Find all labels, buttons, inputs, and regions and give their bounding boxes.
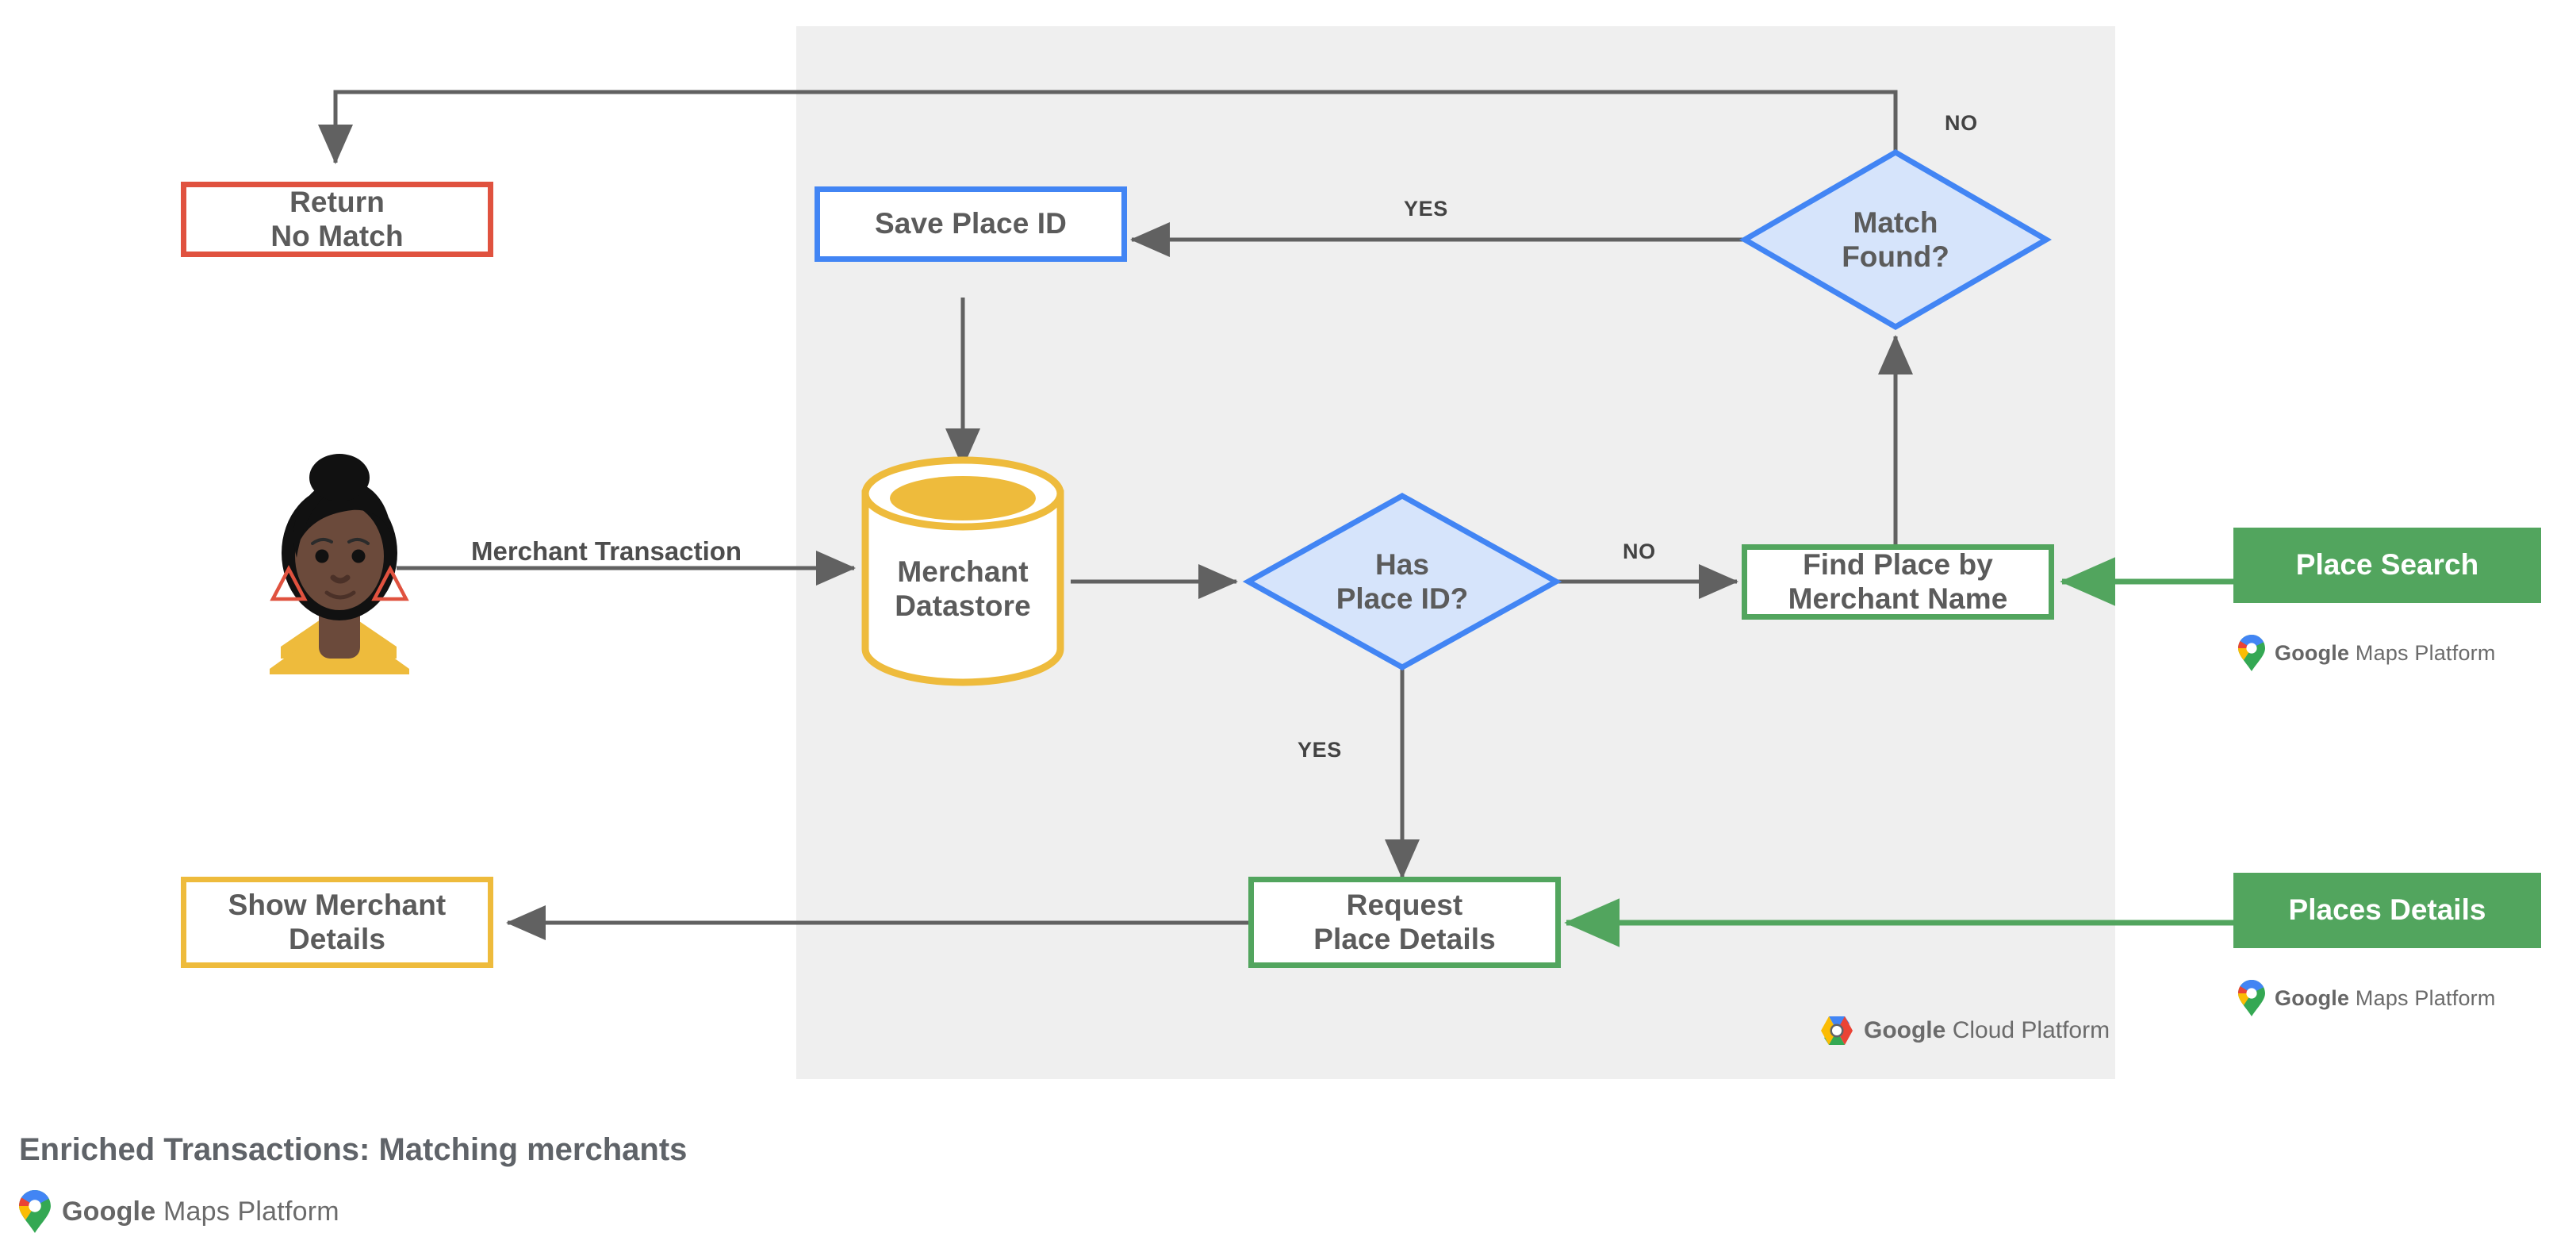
places-details-button[interactable]: Places Details [2233, 873, 2541, 948]
google-maps-pin-icon [2238, 635, 2265, 671]
return-no-match-label: Return No Match [270, 185, 404, 252]
find-place-by-merchant-name-label: Find Place by Merchant Name [1788, 547, 2008, 615]
has-place-id-no-label: NO [1623, 540, 1656, 563]
maps-platform-logo-places-details: Google Maps Platform [2238, 980, 2496, 1016]
match-found-no-label: NO [1945, 111, 1978, 135]
google-maps-pin-icon [2238, 980, 2265, 1016]
merchant-transaction-label: Merchant Transaction [471, 536, 742, 566]
return-no-match-box[interactable]: Return No Match [181, 182, 493, 257]
show-merchant-details-box[interactable]: Show Merchant Details [181, 877, 493, 968]
merchant-datastore-cylinder[interactable] [861, 456, 1064, 686]
save-place-id-box[interactable]: Save Place ID [815, 186, 1127, 262]
cloud-platform-logo: Google Cloud Platform [1820, 1016, 2110, 1046]
find-place-by-merchant-name-box[interactable]: Find Place by Merchant Name [1742, 544, 2054, 620]
maps-platform-logo-place-search: Google Maps Platform [2238, 635, 2496, 671]
match-found-label: Match Found? [1842, 205, 1949, 273]
edge-match-found-no [318, 90, 1898, 164]
merchant-datastore-label: Merchant Datastore [895, 555, 1031, 622]
maps-platform-logo-text: Google Maps Platform [2275, 985, 2496, 1010]
match-found-diamond[interactable] [1739, 148, 2052, 331]
page-title: Enriched Transactions: Matching merchant… [19, 1132, 688, 1167]
show-merchant-details-label: Show Merchant Details [228, 888, 447, 955]
footer-logo-text: Google Maps Platform [62, 1196, 339, 1227]
google-cloud-hexagon-icon [1821, 1016, 1853, 1045]
has-place-id-diamond[interactable] [1242, 492, 1562, 671]
request-place-details-box[interactable]: Request Place Details [1248, 877, 1561, 968]
place-search-label: Place Search [2295, 548, 2479, 582]
places-details-label: Places Details [2288, 893, 2486, 927]
request-place-details-label: Request Place Details [1313, 888, 1496, 955]
cloud-platform-logo-text: Google Cloud Platform [1864, 1017, 2110, 1043]
match-found-yes-label: YES [1404, 197, 1448, 221]
place-search-button[interactable]: Place Search [2233, 528, 2541, 603]
has-place-id-label: Has Place ID? [1336, 547, 1469, 615]
footer-maps-platform-logo: Google Maps Platform [19, 1190, 339, 1233]
maps-platform-logo-text: Google Maps Platform [2275, 640, 2496, 665]
has-place-id-yes-label: YES [1298, 738, 1342, 762]
save-place-id-label: Save Place ID [875, 207, 1067, 240]
google-maps-pin-icon [19, 1190, 51, 1233]
